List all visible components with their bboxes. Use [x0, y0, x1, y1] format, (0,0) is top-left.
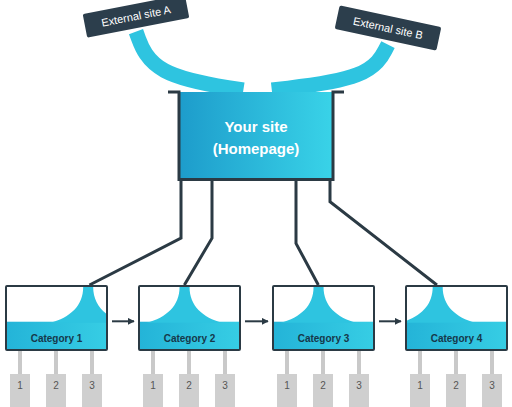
- page-stem: [151, 351, 155, 374]
- page-number: 3: [482, 380, 502, 391]
- page-box: 3: [349, 374, 369, 407]
- page-box: 3: [482, 374, 502, 407]
- page-number: 3: [215, 380, 235, 391]
- link-line: [330, 181, 437, 285]
- water-pool: [407, 322, 506, 349]
- page-number: 3: [349, 380, 369, 391]
- water-stream: [281, 287, 357, 323]
- page-number: 2: [46, 380, 66, 391]
- flow-arrow: [112, 320, 134, 322]
- page-stem: [321, 351, 325, 374]
- page-box: 3: [215, 374, 235, 407]
- bucket-outline: [177, 90, 335, 181]
- site-label: External site B: [335, 5, 442, 50]
- page-stem: [187, 351, 191, 374]
- page-number: 3: [82, 380, 102, 391]
- traffic-stream: [272, 45, 388, 90]
- page-stem: [454, 351, 458, 374]
- category-label: Category 3: [274, 333, 373, 344]
- page-box: 2: [179, 374, 199, 407]
- link-line: [89, 181, 181, 285]
- page-stem: [490, 351, 494, 374]
- water-pool: [274, 322, 373, 349]
- water-stream: [50, 287, 106, 323]
- page-stem: [418, 351, 422, 374]
- homepage-label: Your site (Homepage): [204, 116, 308, 160]
- page-box: 1: [277, 374, 297, 407]
- page-number: 2: [446, 380, 466, 391]
- water-stream: [147, 287, 223, 323]
- category-box: Category 4: [405, 285, 508, 351]
- link-line: [296, 181, 318, 285]
- water-stream: [407, 287, 476, 323]
- page-number: 1: [410, 380, 430, 391]
- category-box: Category 2: [138, 285, 241, 351]
- page-stem: [90, 351, 94, 374]
- page-number: 2: [179, 380, 199, 391]
- bucket-water: [179, 92, 333, 179]
- page-box: 1: [410, 374, 430, 407]
- homepage-bucket: Your site (Homepage): [177, 90, 335, 181]
- category-box: Category 1: [5, 285, 108, 351]
- page-stem: [357, 351, 361, 374]
- page-box: 2: [313, 374, 333, 407]
- bucket-rim: [168, 92, 344, 180]
- page-number: 1: [277, 380, 297, 391]
- category-label: Category 4: [407, 333, 506, 344]
- external-site-tag: External site A: [83, 0, 190, 38]
- page-box: 3: [82, 374, 102, 407]
- link-line: [184, 181, 212, 285]
- flow-arrow: [245, 320, 268, 322]
- page-number: 1: [10, 380, 30, 391]
- water-pool: [7, 322, 106, 349]
- page-stem: [54, 351, 58, 374]
- page-stem: [18, 351, 22, 374]
- page-box: 2: [446, 374, 466, 407]
- site-label: External site A: [83, 0, 190, 38]
- page-box: 1: [143, 374, 163, 407]
- page-number: 1: [143, 380, 163, 391]
- category-label: Category 1: [7, 333, 106, 344]
- traffic-stream: [136, 32, 243, 90]
- category-label: Category 2: [140, 333, 239, 344]
- page-box: 1: [10, 374, 30, 407]
- page-box: 2: [46, 374, 66, 407]
- page-number: 2: [313, 380, 333, 391]
- external-site-tag: External site B: [335, 5, 442, 50]
- page-stem: [285, 351, 289, 374]
- flow-arrow: [379, 320, 401, 322]
- water-pool: [140, 322, 239, 349]
- page-stem: [223, 351, 227, 374]
- category-box: Category 3: [272, 285, 375, 351]
